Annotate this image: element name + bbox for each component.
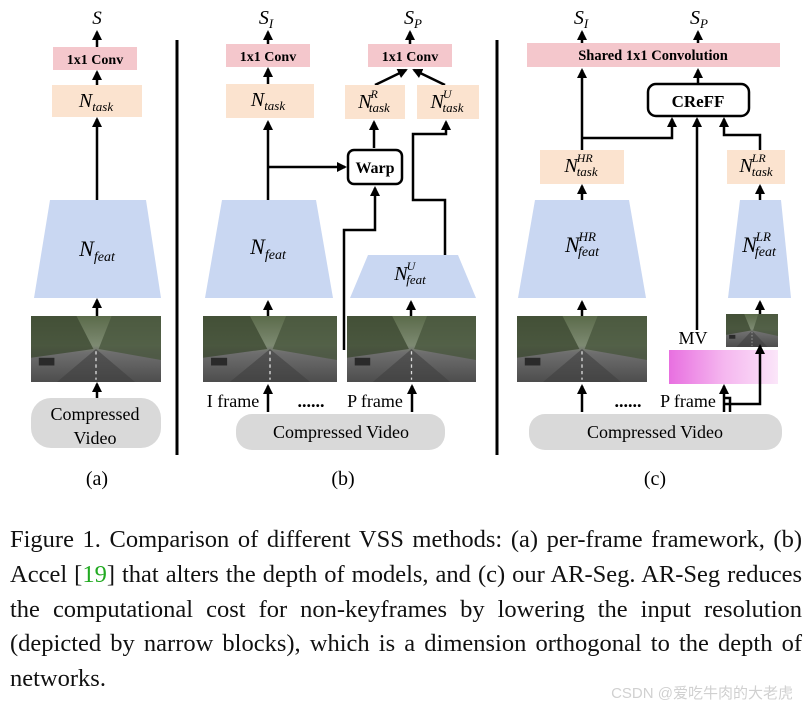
i-frame-image xyxy=(202,315,338,383)
output-s: S xyxy=(92,8,102,29)
conv-right-label: 1x1 Conv xyxy=(382,50,438,65)
feat-trapezoid xyxy=(34,200,161,298)
shared-conv-box xyxy=(527,43,780,67)
caption-text-1: Figure 1. Comparison of different VSS me… xyxy=(10,526,802,588)
feat-label: Nfeat xyxy=(78,236,116,265)
task-u-box xyxy=(417,85,479,119)
conv-box xyxy=(53,47,137,70)
task-lr-box xyxy=(727,150,785,184)
video-label: Compressed Video xyxy=(273,422,409,442)
panel-c-label: (c) xyxy=(644,468,666,490)
output-si: SI xyxy=(259,7,274,31)
warp-label: Warp xyxy=(355,160,394,177)
citation-link[interactable]: 19 xyxy=(82,560,107,588)
output-sp: SP xyxy=(404,7,422,31)
p-frame-image xyxy=(346,315,477,383)
task-label: Ntask xyxy=(78,90,114,114)
task-label: Ntask xyxy=(250,89,286,113)
video-box xyxy=(31,398,161,448)
warp-box xyxy=(346,148,404,186)
video-box xyxy=(529,414,782,450)
i-frame-image xyxy=(516,315,648,383)
conv-label: 1x1 Conv xyxy=(67,53,123,68)
creff-label: CReFF xyxy=(672,92,725,111)
output-sp: SP xyxy=(690,7,708,31)
panel-a: S 1x1 Conv Ntask Nfeat Compressed Video … xyxy=(30,8,162,490)
task-box xyxy=(226,84,314,118)
shared-conv-label: Shared 1x1 Convolution xyxy=(578,48,728,64)
video-box xyxy=(236,414,445,450)
task-box xyxy=(52,85,142,117)
feat-hr-trapezoid xyxy=(518,200,646,298)
mv-label: MV xyxy=(678,328,707,348)
panel-b-label: (b) xyxy=(331,468,354,490)
video-line1: Compressed xyxy=(51,404,140,424)
watermark: CSDN @爱吃牛肉的大老虎 xyxy=(611,685,793,702)
caption-text-2: ] that alters the depth of models, and (… xyxy=(10,560,802,693)
creff-box xyxy=(646,82,751,118)
feat-u-trapezoid xyxy=(350,255,476,298)
feat-lr-trapezoid xyxy=(728,200,791,298)
lr-frame-image xyxy=(725,313,779,348)
feat-trapezoid xyxy=(205,200,333,298)
dots-label: ...... xyxy=(615,391,642,411)
panel-a-label: (a) xyxy=(86,468,108,490)
motion-vector-image xyxy=(669,350,778,384)
frame-image xyxy=(30,315,162,383)
p-frame-label: P frame xyxy=(660,391,716,411)
conv-left-label: 1x1 Conv xyxy=(240,50,296,65)
feat-label: Nfeat xyxy=(249,234,287,263)
task-hr-box xyxy=(540,150,624,184)
task-r-box xyxy=(345,85,405,119)
figure-caption: Figure 1. Comparison of different VSS me… xyxy=(10,523,802,697)
conv-box-right xyxy=(368,44,452,67)
i-frame-label: I frame xyxy=(207,391,259,411)
conv-box-left xyxy=(226,44,310,67)
dots-label: ...... xyxy=(298,391,325,411)
output-si: SI xyxy=(574,7,589,31)
video-label: Compressed Video xyxy=(587,422,723,442)
video-line2: Video xyxy=(74,428,117,448)
figure-diagram: S 1x1 Conv Ntask Nfeat Compressed Video … xyxy=(30,7,791,490)
p-frame-label: P frame xyxy=(347,391,403,411)
